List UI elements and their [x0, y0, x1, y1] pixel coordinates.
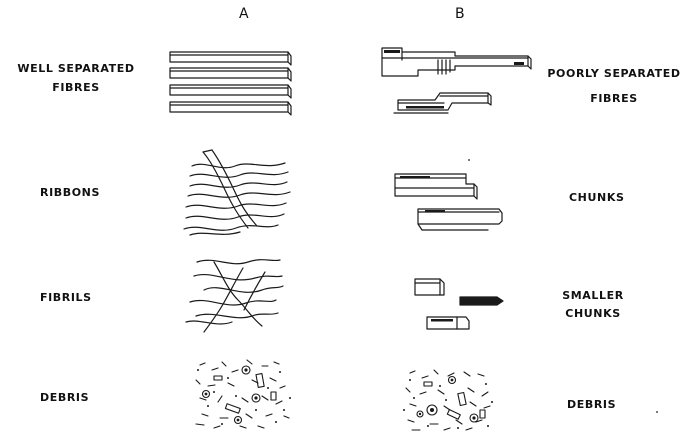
- fibre-bar: [170, 68, 291, 81]
- well-separated-fibres-drawing: [170, 52, 291, 115]
- debris-drawing-left: [196, 360, 291, 428]
- fibre-bar: [170, 85, 291, 98]
- fibre-bar: [170, 102, 291, 115]
- speck: [656, 411, 658, 413]
- debris-drawing-right: [403, 370, 493, 430]
- fibrils-drawing: [186, 260, 283, 332]
- fibre-bar: [170, 52, 291, 65]
- ribbons-drawing: [184, 150, 290, 235]
- chunks-drawing: [395, 174, 502, 230]
- speck: [468, 159, 470, 161]
- smaller-chunks-drawing: [415, 279, 503, 329]
- poorly-separated-fibres-drawing: [382, 48, 531, 113]
